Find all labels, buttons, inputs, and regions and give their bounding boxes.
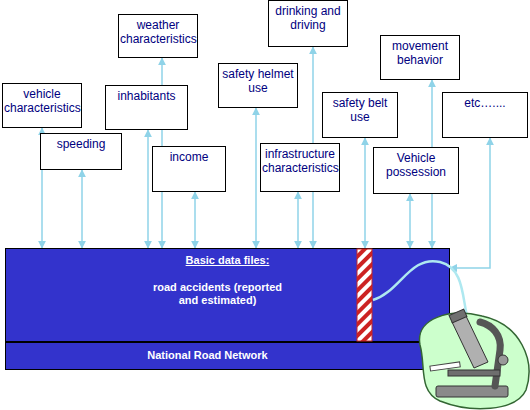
double-arrow	[297, 192, 299, 248]
node-text: movement behavior	[382, 39, 458, 67]
double-arrow	[255, 108, 257, 248]
microscope-knob	[498, 355, 508, 365]
node-text: Basic data files:	[6, 254, 449, 267]
microscope-eyepiece	[449, 309, 467, 323]
top-box: infrastructure characteristics	[260, 143, 340, 192]
node-text: safety belt use	[324, 96, 396, 124]
top-box: vehicle characteristics	[2, 83, 82, 128]
microscope-tube	[452, 316, 488, 368]
node-text: safety helmet use	[220, 67, 296, 95]
node-text: income	[154, 150, 224, 164]
node-text: inhabitants	[107, 89, 186, 103]
node-text: infrastructure characteristics	[262, 147, 338, 175]
double-arrow	[147, 130, 149, 248]
top-box: weather characteristics	[118, 14, 198, 58]
double-arrow	[364, 138, 366, 248]
top-box: movement behavior	[380, 35, 460, 80]
top-box: income	[152, 146, 226, 192]
node-text: road accidents (reported and estimated)	[143, 281, 313, 307]
node-text: Vehicle possession	[375, 151, 457, 179]
top-box: drinking and driving	[268, 0, 348, 47]
node-text: speeding	[42, 137, 120, 151]
microscope-arm	[480, 322, 500, 386]
top-box: inhabitants	[105, 85, 188, 130]
double-arrow	[409, 194, 411, 248]
double-arrow	[194, 192, 196, 248]
top-box: safety belt use	[322, 92, 398, 138]
node-text: weather characteristics	[120, 18, 196, 46]
node-text: National Road Network	[6, 349, 449, 362]
data-box: Basic data files: road accidents (reporte…	[5, 248, 450, 342]
top-box: Vehicle possession	[373, 147, 459, 194]
top-box: speeding	[40, 133, 122, 170]
top-box: etc…....	[442, 92, 528, 138]
microscope-stage	[448, 370, 500, 376]
top-box: safety helmet use	[218, 63, 298, 108]
band-box: National Road Network	[5, 342, 450, 370]
microscope-base	[436, 386, 508, 397]
node-text: etc…....	[444, 96, 526, 110]
double-arrow	[81, 170, 83, 248]
node-text: drinking and driving	[270, 4, 346, 32]
node-text: vehicle characteristics	[4, 87, 80, 115]
